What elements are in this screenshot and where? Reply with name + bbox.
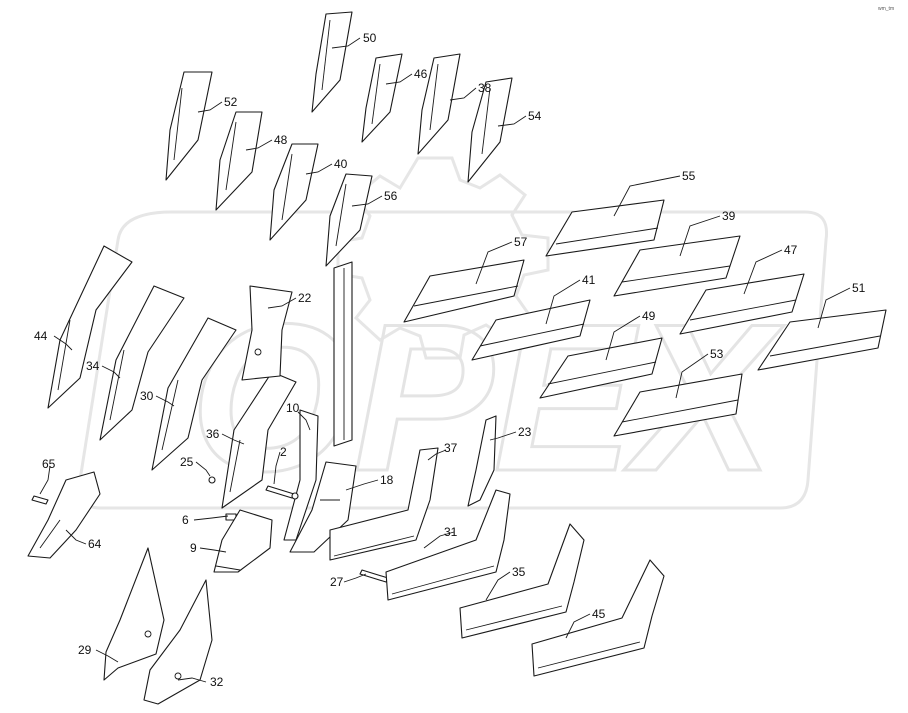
- share-32: [143, 579, 213, 705]
- callout-labels: 50 52 46 38 54 48 40 56 55 39 57 47 51 4…: [34, 31, 866, 689]
- callout-45: 45: [592, 607, 606, 621]
- knife-49: [539, 337, 663, 399]
- blade-38: [417, 53, 461, 155]
- share-29: [103, 547, 165, 681]
- callout-38: 38: [478, 81, 492, 95]
- callout-27: 27: [330, 575, 344, 589]
- callout-30: 30: [140, 389, 154, 403]
- plate-9: [213, 509, 273, 573]
- blade-50: [311, 11, 353, 113]
- knife-51: [757, 309, 887, 371]
- callout-46: 46: [414, 67, 428, 81]
- knife-53: [613, 373, 743, 437]
- knife-55: [545, 199, 665, 257]
- blade-48: [215, 111, 263, 211]
- callout-52: 52: [224, 95, 238, 109]
- callout-31: 31: [444, 525, 458, 539]
- callout-64: 64: [88, 537, 102, 551]
- knife-57: [403, 259, 525, 323]
- bracket-64: [27, 471, 101, 559]
- callout-32: 32: [210, 675, 224, 689]
- blade-54: [467, 77, 513, 183]
- callout-48: 48: [274, 133, 288, 147]
- blade-46: [361, 53, 403, 143]
- callout-40: 40: [334, 157, 348, 171]
- callout-55: 55: [682, 169, 696, 183]
- callout-56: 56: [384, 189, 398, 203]
- callout-22: 22: [298, 291, 312, 305]
- callout-18: 18: [380, 473, 394, 487]
- bolt-2: [265, 485, 299, 500]
- plate-23: [467, 415, 497, 507]
- bolt-27: [359, 569, 389, 583]
- share-45: [531, 559, 665, 677]
- callout-41: 41: [582, 273, 596, 287]
- callout-29: 29: [78, 643, 92, 657]
- callout-34: 34: [86, 359, 100, 373]
- callout-10: 10: [286, 401, 300, 415]
- corner-code: wm_tm: [878, 6, 894, 12]
- callout-2: 2: [280, 445, 287, 459]
- callout-65: 65: [42, 457, 56, 471]
- callout-44: 44: [34, 329, 48, 343]
- blade-52: [165, 71, 213, 181]
- callout-50: 50: [363, 31, 377, 45]
- callout-leaders: [39, 37, 851, 683]
- callout-25: 25: [180, 455, 194, 469]
- share-37: [329, 447, 439, 561]
- knife-41: [471, 299, 591, 361]
- bolt-65: [31, 495, 49, 505]
- knife-47: [679, 273, 805, 335]
- callout-54: 54: [528, 109, 542, 123]
- callout-39: 39: [722, 209, 736, 223]
- knife-39: [613, 235, 741, 297]
- share-35: [459, 523, 585, 639]
- blade-36: [221, 371, 297, 509]
- share-31: [385, 489, 511, 601]
- callout-51: 51: [852, 281, 866, 295]
- callout-36: 36: [206, 427, 220, 441]
- plate-22: [241, 285, 293, 381]
- callout-9: 9: [190, 541, 197, 555]
- bolt-25: [208, 476, 216, 484]
- callout-53: 53: [710, 347, 724, 361]
- callout-23: 23: [518, 425, 532, 439]
- callout-37: 37: [444, 441, 458, 455]
- bracket-18: [289, 461, 357, 553]
- callout-35: 35: [512, 565, 526, 579]
- callout-6: 6: [182, 513, 189, 527]
- blade-56: [325, 173, 373, 267]
- callout-47: 47: [784, 243, 798, 257]
- blade-30: [151, 317, 237, 471]
- blade-34: [99, 285, 185, 441]
- support-column: [333, 261, 353, 447]
- callout-49: 49: [642, 309, 656, 323]
- callout-57: 57: [514, 235, 528, 249]
- blade-40: [269, 143, 319, 241]
